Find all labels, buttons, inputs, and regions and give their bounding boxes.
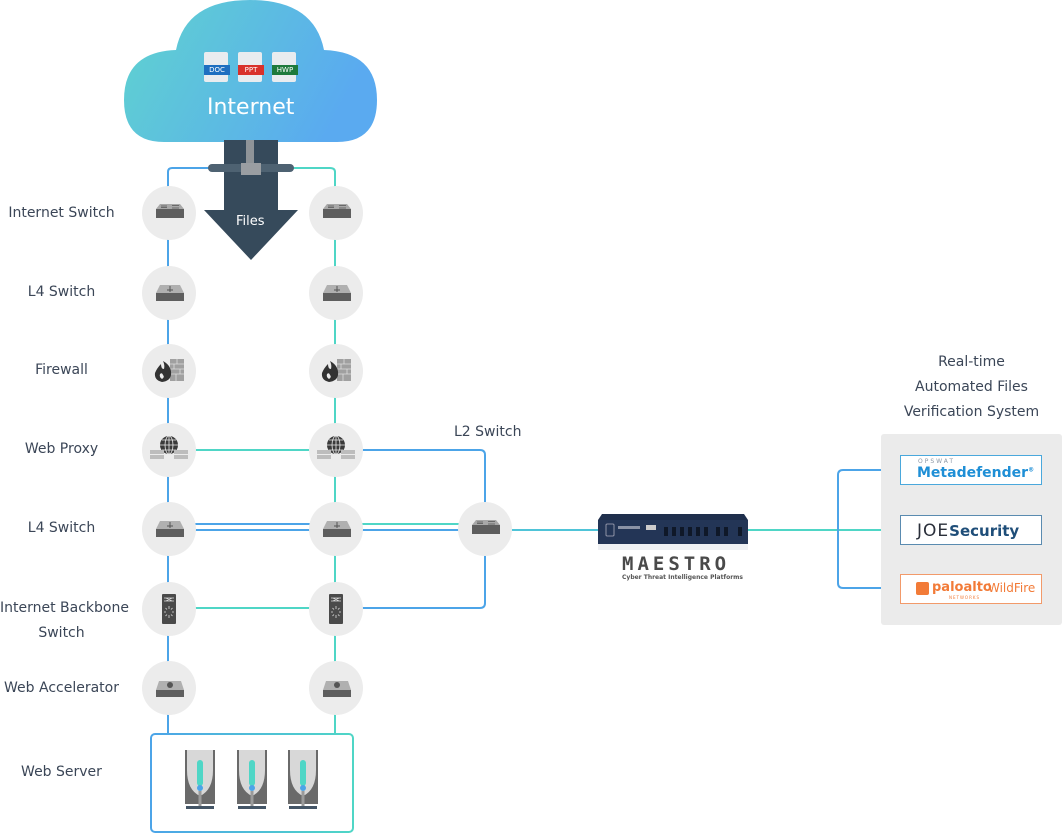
file-type-icons: DOC PPT HWP (204, 50, 304, 84)
files-label: Files (236, 214, 265, 229)
node-backbone-left[interactable] (142, 582, 196, 636)
web-accelerator-icon (323, 681, 351, 697)
maestro-title: MAESTRO (622, 553, 731, 575)
paloalto-logo-icon (916, 582, 929, 595)
wire-verify-branch (837, 469, 900, 589)
cloud-label: Internet (207, 95, 295, 120)
node-l2-switch[interactable] (458, 502, 512, 556)
paloalto-sub: NETWORKS (949, 595, 981, 600)
web-server-group-box (150, 733, 354, 833)
joe-security-logo: JOESecurity (917, 521, 1019, 541)
wire-backbone-l2 (362, 555, 486, 609)
doc-tag: DOC (204, 65, 230, 75)
node-l4-switch-2-right[interactable] (309, 502, 363, 556)
files-arrow-icon (204, 140, 298, 260)
network-switch-icon (323, 204, 351, 218)
wire-right-column (290, 167, 336, 195)
firewall-icon (154, 359, 184, 382)
backbone-switch-icon (162, 594, 176, 624)
network-switch-icon (156, 204, 184, 218)
layer-label: Firewall (35, 362, 88, 378)
firewall-icon (321, 359, 351, 382)
web-accelerator-icon (156, 681, 184, 697)
l4-switch-icon (323, 521, 351, 537)
layer-label: L4 Switch (27, 284, 96, 300)
maestro-subtitle: Cyber Threat Intelligence Platforms (622, 574, 743, 581)
verification-title: Real-time (938, 354, 1005, 370)
wire-left-column (167, 167, 210, 195)
web-proxy-icon (317, 435, 355, 459)
web-proxy-icon (150, 435, 188, 459)
layer-label: Internet Switch (8, 205, 115, 221)
node-firewall-left[interactable] (142, 344, 196, 398)
node-web-accelerator-left[interactable] (142, 661, 196, 715)
layer-label: Web Accelerator (4, 680, 119, 696)
layer-label: Web Server (21, 764, 102, 780)
network-switch-icon (472, 520, 500, 534)
web-server-icon[interactable] (183, 750, 217, 812)
vendor-paloalto-wildfire[interactable]: paloalto NETWORKS WildFire (900, 574, 1042, 604)
ppt-tag: PPT (238, 65, 264, 75)
node-web-proxy-left[interactable] (142, 423, 196, 477)
hwp-tag: HWP (272, 65, 298, 75)
wildfire-product: WildFire (988, 581, 1036, 595)
opswat-brand: OPSWAT (918, 458, 956, 465)
paloalto-name: paloalto (932, 580, 992, 595)
node-web-proxy-right[interactable] (309, 423, 363, 477)
node-web-accelerator-right[interactable] (309, 661, 363, 715)
metadefender-text: Metadefender (917, 465, 1029, 481)
layer-label: Web Proxy (24, 441, 99, 457)
node-l4-switch-left[interactable] (142, 266, 196, 320)
node-firewall-right[interactable] (309, 344, 363, 398)
verification-title: Automated Files (915, 379, 1028, 395)
node-internet-switch-left[interactable] (142, 186, 196, 240)
joe-prefix: JOE (917, 521, 950, 541)
l2-switch-label: L2 Switch (454, 424, 522, 440)
vendor-joe-security[interactable]: JOESecurity (900, 515, 1042, 545)
verification-title: Verification System (903, 404, 1040, 420)
node-l4-switch-right[interactable] (309, 266, 363, 320)
web-server-icon[interactable] (286, 750, 320, 812)
l4-switch-icon (323, 285, 351, 301)
registered-mark: ® (1028, 466, 1035, 474)
maestro-appliance-icon[interactable] (596, 510, 750, 552)
node-l4-switch-2-left[interactable] (142, 502, 196, 556)
backbone-switch-icon (329, 594, 343, 624)
layer-label: Internet Backbone (0, 600, 129, 616)
vendor-opswat-metadefender[interactable]: OPSWAT Metadefender® (900, 455, 1042, 485)
layer-label: L4 Switch (27, 520, 96, 536)
joe-name: Security (949, 522, 1020, 540)
wire-proxy-l2 (362, 449, 486, 504)
l4-switch-icon (156, 285, 184, 301)
node-backbone-right[interactable] (309, 582, 363, 636)
node-internet-switch-right[interactable] (309, 186, 363, 240)
metadefender-name: Metadefender® (917, 465, 1034, 481)
web-server-icon[interactable] (235, 750, 269, 812)
l4-switch-icon (156, 521, 184, 537)
layer-label: Switch (38, 625, 85, 641)
